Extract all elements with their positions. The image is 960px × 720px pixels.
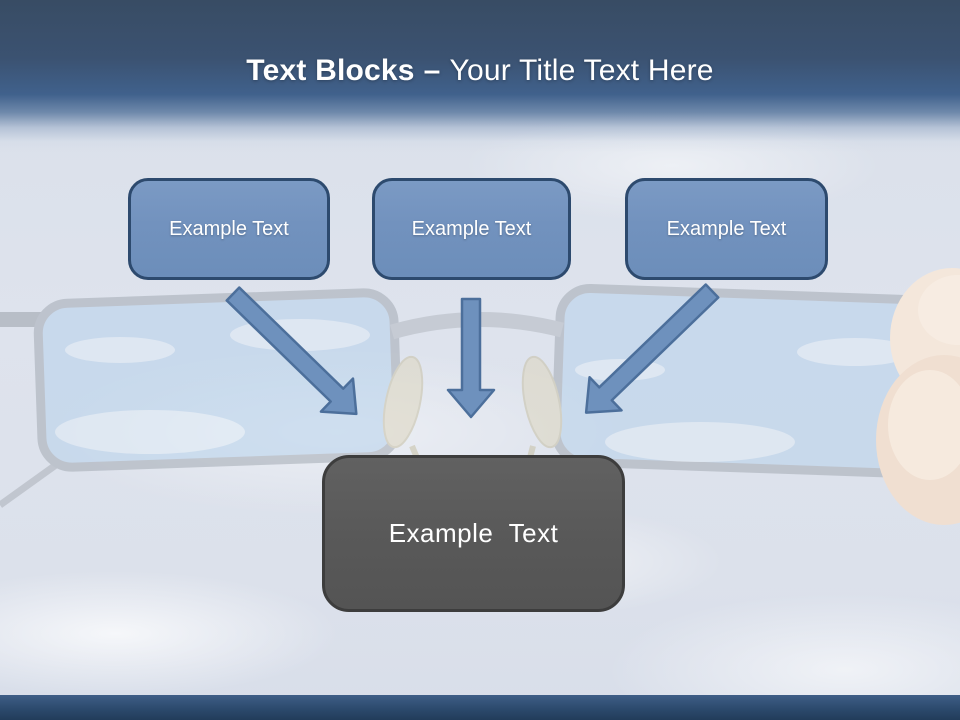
text-block-3-label: Example Text	[666, 217, 787, 240]
fingertip-image	[876, 268, 960, 525]
left-nose-pad	[382, 355, 424, 449]
arrow-down-right-icon	[225, 286, 358, 416]
text-block-2-label: Example Text	[411, 217, 532, 240]
left-lower-arm	[0, 459, 63, 508]
text-block-2: Example Text	[372, 178, 571, 280]
text-block-3: Example Text	[625, 178, 828, 280]
glasses-graphic	[0, 283, 943, 562]
arrow-down-icon	[446, 297, 496, 419]
title-separator: –	[423, 54, 441, 87]
result-block: Example Text	[322, 455, 625, 612]
result-block-label: Example Text	[388, 518, 559, 548]
title-bold-text: Text Blocks	[246, 54, 415, 87]
right-nose-pad	[521, 355, 563, 449]
text-block-1: Example Text	[128, 178, 330, 280]
arrow-down-left-icon	[584, 283, 720, 414]
title-regular-text: Your Title Text Here	[449, 54, 714, 87]
page-title: Text Blocks–Your Title Text Here	[0, 54, 960, 88]
footer-band	[0, 695, 960, 720]
header-band	[0, 0, 960, 152]
text-block-1-label: Example Text	[169, 217, 289, 240]
